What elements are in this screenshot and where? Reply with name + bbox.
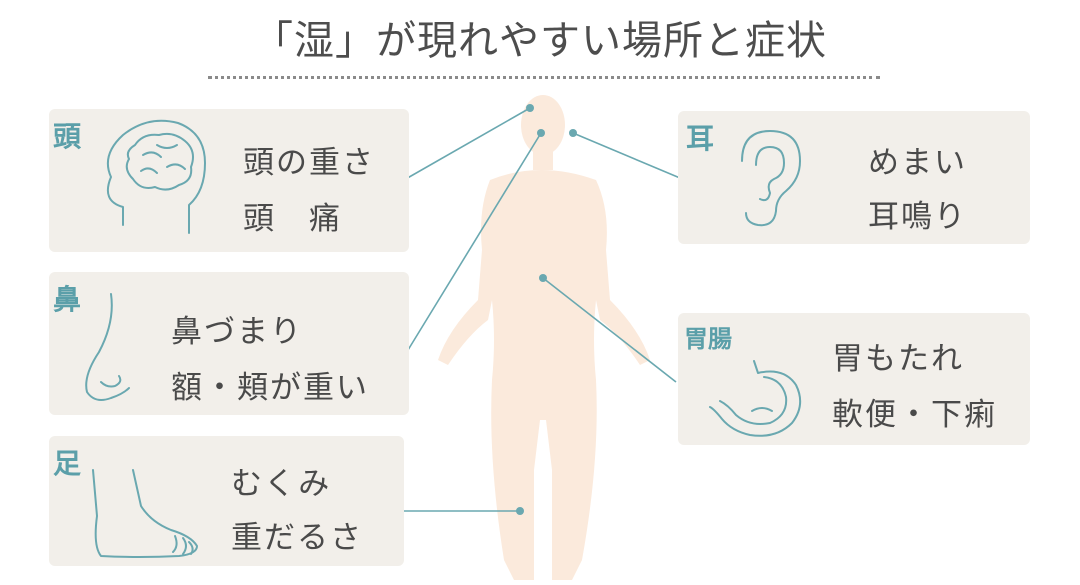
stomach-symptom-1: 胃もたれ (832, 341, 964, 377)
ear-symptom-2: 耳鳴り (868, 199, 967, 235)
nose-tag: 鼻 (53, 283, 82, 316)
ear-icon (741, 130, 801, 227)
page-title: 「湿」が現れやすい場所と症状 (253, 18, 827, 64)
brain-head-icon (107, 119, 206, 234)
foot-icon (92, 469, 198, 558)
nose-box: 鼻 鼻づまり 額・頬が重い (49, 272, 409, 415)
feet-symptom-2: 重だるさ (231, 520, 363, 556)
title-underline (208, 76, 880, 79)
head-symptom-2: 頭 痛 (243, 201, 342, 237)
nose-icon (85, 293, 130, 401)
stomach-icon (709, 360, 802, 437)
stomach-connector (542, 277, 677, 383)
stomach-symptom-2: 軟便・下痢 (832, 397, 997, 433)
head-connector (403, 107, 531, 181)
nose-symptom-1: 鼻づまり (171, 314, 303, 350)
feet-symptom-1: むくみ (231, 466, 332, 502)
ear-box: 耳 めまい 耳鳴り (678, 111, 1030, 244)
head-symptom-1: 頭の重さ (243, 145, 375, 181)
nose-symptom-2: 額・頬が重い (171, 370, 369, 406)
head-box: 頭 頭の重さ 頭 痛 (49, 109, 409, 252)
feet-box: 足 むくみ 重だるさ (49, 436, 404, 566)
ear-tag: 耳 (686, 122, 715, 155)
ear-connector (572, 132, 681, 179)
feet-tag: 足 (53, 447, 82, 480)
nose-connector (407, 132, 542, 351)
ear-symptom-1: めまい (868, 145, 967, 181)
stomach-tag: 胃腸 (684, 325, 732, 353)
stomach-box: 胃腸 胃もたれ 軟便・下痢 (678, 313, 1030, 445)
head-tag: 頭 (53, 120, 82, 153)
